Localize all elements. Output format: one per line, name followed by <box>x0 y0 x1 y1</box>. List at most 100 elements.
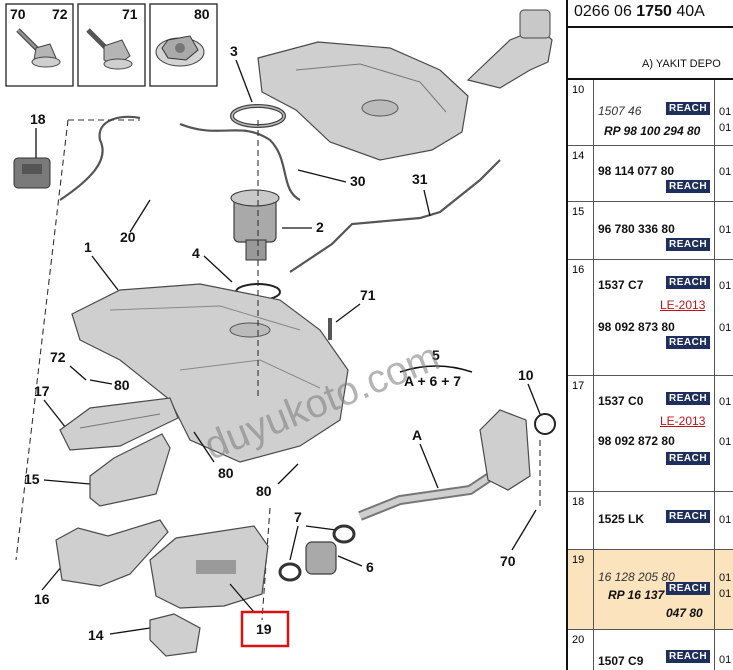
reach-badge: REACH <box>666 582 711 595</box>
part-number: 98 092 872 80 <box>598 434 675 448</box>
quantity: 01 <box>719 396 732 408</box>
le-2013-link[interactable]: LE-2013 <box>660 298 706 312</box>
callout-19-highlight[interactable] <box>240 610 290 648</box>
callout-72-left: 72 <box>50 349 66 365</box>
part-row-20[interactable]: 20 1507 C9 REACH 01 <box>568 630 733 670</box>
part-row-10[interactable]: 10 1507 46 REACH 01 RP 98 100 294 80 01 <box>568 80 733 146</box>
part-row-18[interactable]: 18 1525 LK REACH 01 <box>568 492 733 550</box>
reach-badge: REACH <box>666 650 711 663</box>
quantity: 01 <box>719 572 732 584</box>
callout-10: 10 <box>518 367 534 383</box>
callout-80-right: 80 <box>256 483 272 499</box>
reach-badge: REACH <box>666 452 711 465</box>
le-2013-link[interactable]: LE-2013 <box>660 414 706 428</box>
filler-tube-A[interactable] <box>358 409 531 521</box>
pipe-30[interactable] <box>179 122 301 201</box>
reach-badge: REACH <box>666 336 711 349</box>
callout-80-left: 80 <box>114 377 130 393</box>
callout-70: 70 <box>10 6 26 22</box>
callout-5: 5 <box>432 347 440 363</box>
connector-18[interactable] <box>13 157 51 189</box>
part-number: 16 128 205 80 <box>598 570 675 584</box>
heat-shield-17[interactable] <box>59 397 179 451</box>
part-number-rp: RP 16 137 <box>608 588 665 602</box>
callout-80-top: 80 <box>194 6 210 22</box>
part-number: 98 114 077 80 <box>598 164 675 178</box>
callout-17: 17 <box>34 383 50 399</box>
part-number: 98 092 873 80 <box>598 320 675 334</box>
callout-2: 2 <box>316 219 324 235</box>
part-number-rp-cont: 047 80 <box>666 606 703 620</box>
heat-shield-15[interactable] <box>89 433 171 507</box>
callout-18: 18 <box>30 111 46 127</box>
quantity: 01 <box>719 122 732 134</box>
bolt-box-70[interactable]: 70 <box>5 3 74 87</box>
quantity: 01 <box>719 106 732 118</box>
part-number: 1507 46 <box>598 104 642 118</box>
row-number: 18 <box>568 492 594 549</box>
part-number: 1537 C0 <box>598 394 644 408</box>
skid-plate-16[interactable] <box>55 519 169 587</box>
reach-badge: REACH <box>666 276 711 289</box>
section-title: A) YAKIT DEPO <box>568 28 733 80</box>
reach-badge: REACH <box>666 102 711 115</box>
callout-4: 4 <box>192 245 200 261</box>
nut-box-80[interactable]: 80 <box>149 3 218 87</box>
quantity: 01 <box>719 224 732 236</box>
row-number: 14 <box>568 146 594 201</box>
part-number: 96 780 336 80 <box>598 222 675 236</box>
callout-71-top: 71 <box>122 6 138 22</box>
callout-71-right: 71 <box>360 287 376 303</box>
part-row-17[interactable]: 17 1537 C0 REACH 01 LE-2013 98 092 872 8… <box>568 376 733 492</box>
callout-80-center: 80 <box>218 465 234 481</box>
callout-72-top: 72 <box>52 6 68 22</box>
row-number: 17 <box>568 376 594 491</box>
ref-prefix: 0266 06 <box>574 3 637 20</box>
quantity: 01 <box>719 280 732 292</box>
quantity: 01 <box>719 588 732 600</box>
reference-header: 0266 06 1750 40A <box>568 0 733 28</box>
quantity: 01 <box>719 166 732 178</box>
quantity: 01 <box>719 322 732 334</box>
quantity: 01 <box>719 654 732 666</box>
ref-bold: 1750 <box>636 3 672 20</box>
callout-6: 6 <box>366 559 374 575</box>
part-row-15[interactable]: 15 96 780 336 80 01 REACH <box>568 202 733 260</box>
callout-A: A <box>412 427 422 443</box>
callout-1: 1 <box>84 239 92 255</box>
part-number: 1507 C9 <box>598 654 644 668</box>
reach-badge: REACH <box>666 180 711 193</box>
part-row-14[interactable]: 14 98 114 077 80 01 REACH <box>568 146 733 202</box>
callout-7: 7 <box>294 509 302 525</box>
callout-19: 19 <box>256 621 272 637</box>
callout-16: 16 <box>34 591 50 607</box>
parts-list-panel: 0266 06 1750 40A A) YAKIT DEPO 10 1507 4… <box>566 0 733 670</box>
bolt-box-72[interactable]: 72 <box>52 6 68 22</box>
row-number: 10 <box>568 80 594 145</box>
bolt-box-71[interactable]: 71 <box>77 3 146 87</box>
callout-31: 31 <box>412 171 428 187</box>
part-row-16[interactable]: 16 1537 C7 REACH 01 LE-2013 98 092 873 8… <box>568 260 733 376</box>
fuel-tank-main[interactable] <box>71 283 349 463</box>
callout-15: 15 <box>24 471 40 487</box>
pipe-31[interactable] <box>289 159 501 273</box>
ref-suffix: 40A <box>671 3 705 20</box>
lower-tank-19[interactable] <box>149 525 269 609</box>
row-number: 20 <box>568 630 594 670</box>
part-number-rp: RP 98 100 294 80 <box>604 124 701 138</box>
nut-icon <box>155 35 205 67</box>
reach-badge: REACH <box>666 510 711 523</box>
parts-diagram: 70 72 71 80 3 <box>5 3 556 657</box>
bracket-14[interactable] <box>149 613 201 657</box>
hose-6[interactable] <box>278 524 356 582</box>
callout-5-subtitle: A + 6 + 7 <box>404 373 461 389</box>
pipe-20[interactable] <box>59 115 141 201</box>
seal-ring-10[interactable] <box>534 413 556 435</box>
part-row-19-selected[interactable]: 19 16 128 205 80 01 RP 16 137 REACH 01 0… <box>568 550 733 630</box>
callout-70-right: 70 <box>500 553 516 569</box>
fuel-pump-module[interactable] <box>230 189 280 261</box>
bolt-icon <box>86 28 133 70</box>
upper-tank-assembly[interactable] <box>257 9 553 161</box>
row-number: 16 <box>568 260 594 375</box>
callout-30: 30 <box>350 173 366 189</box>
